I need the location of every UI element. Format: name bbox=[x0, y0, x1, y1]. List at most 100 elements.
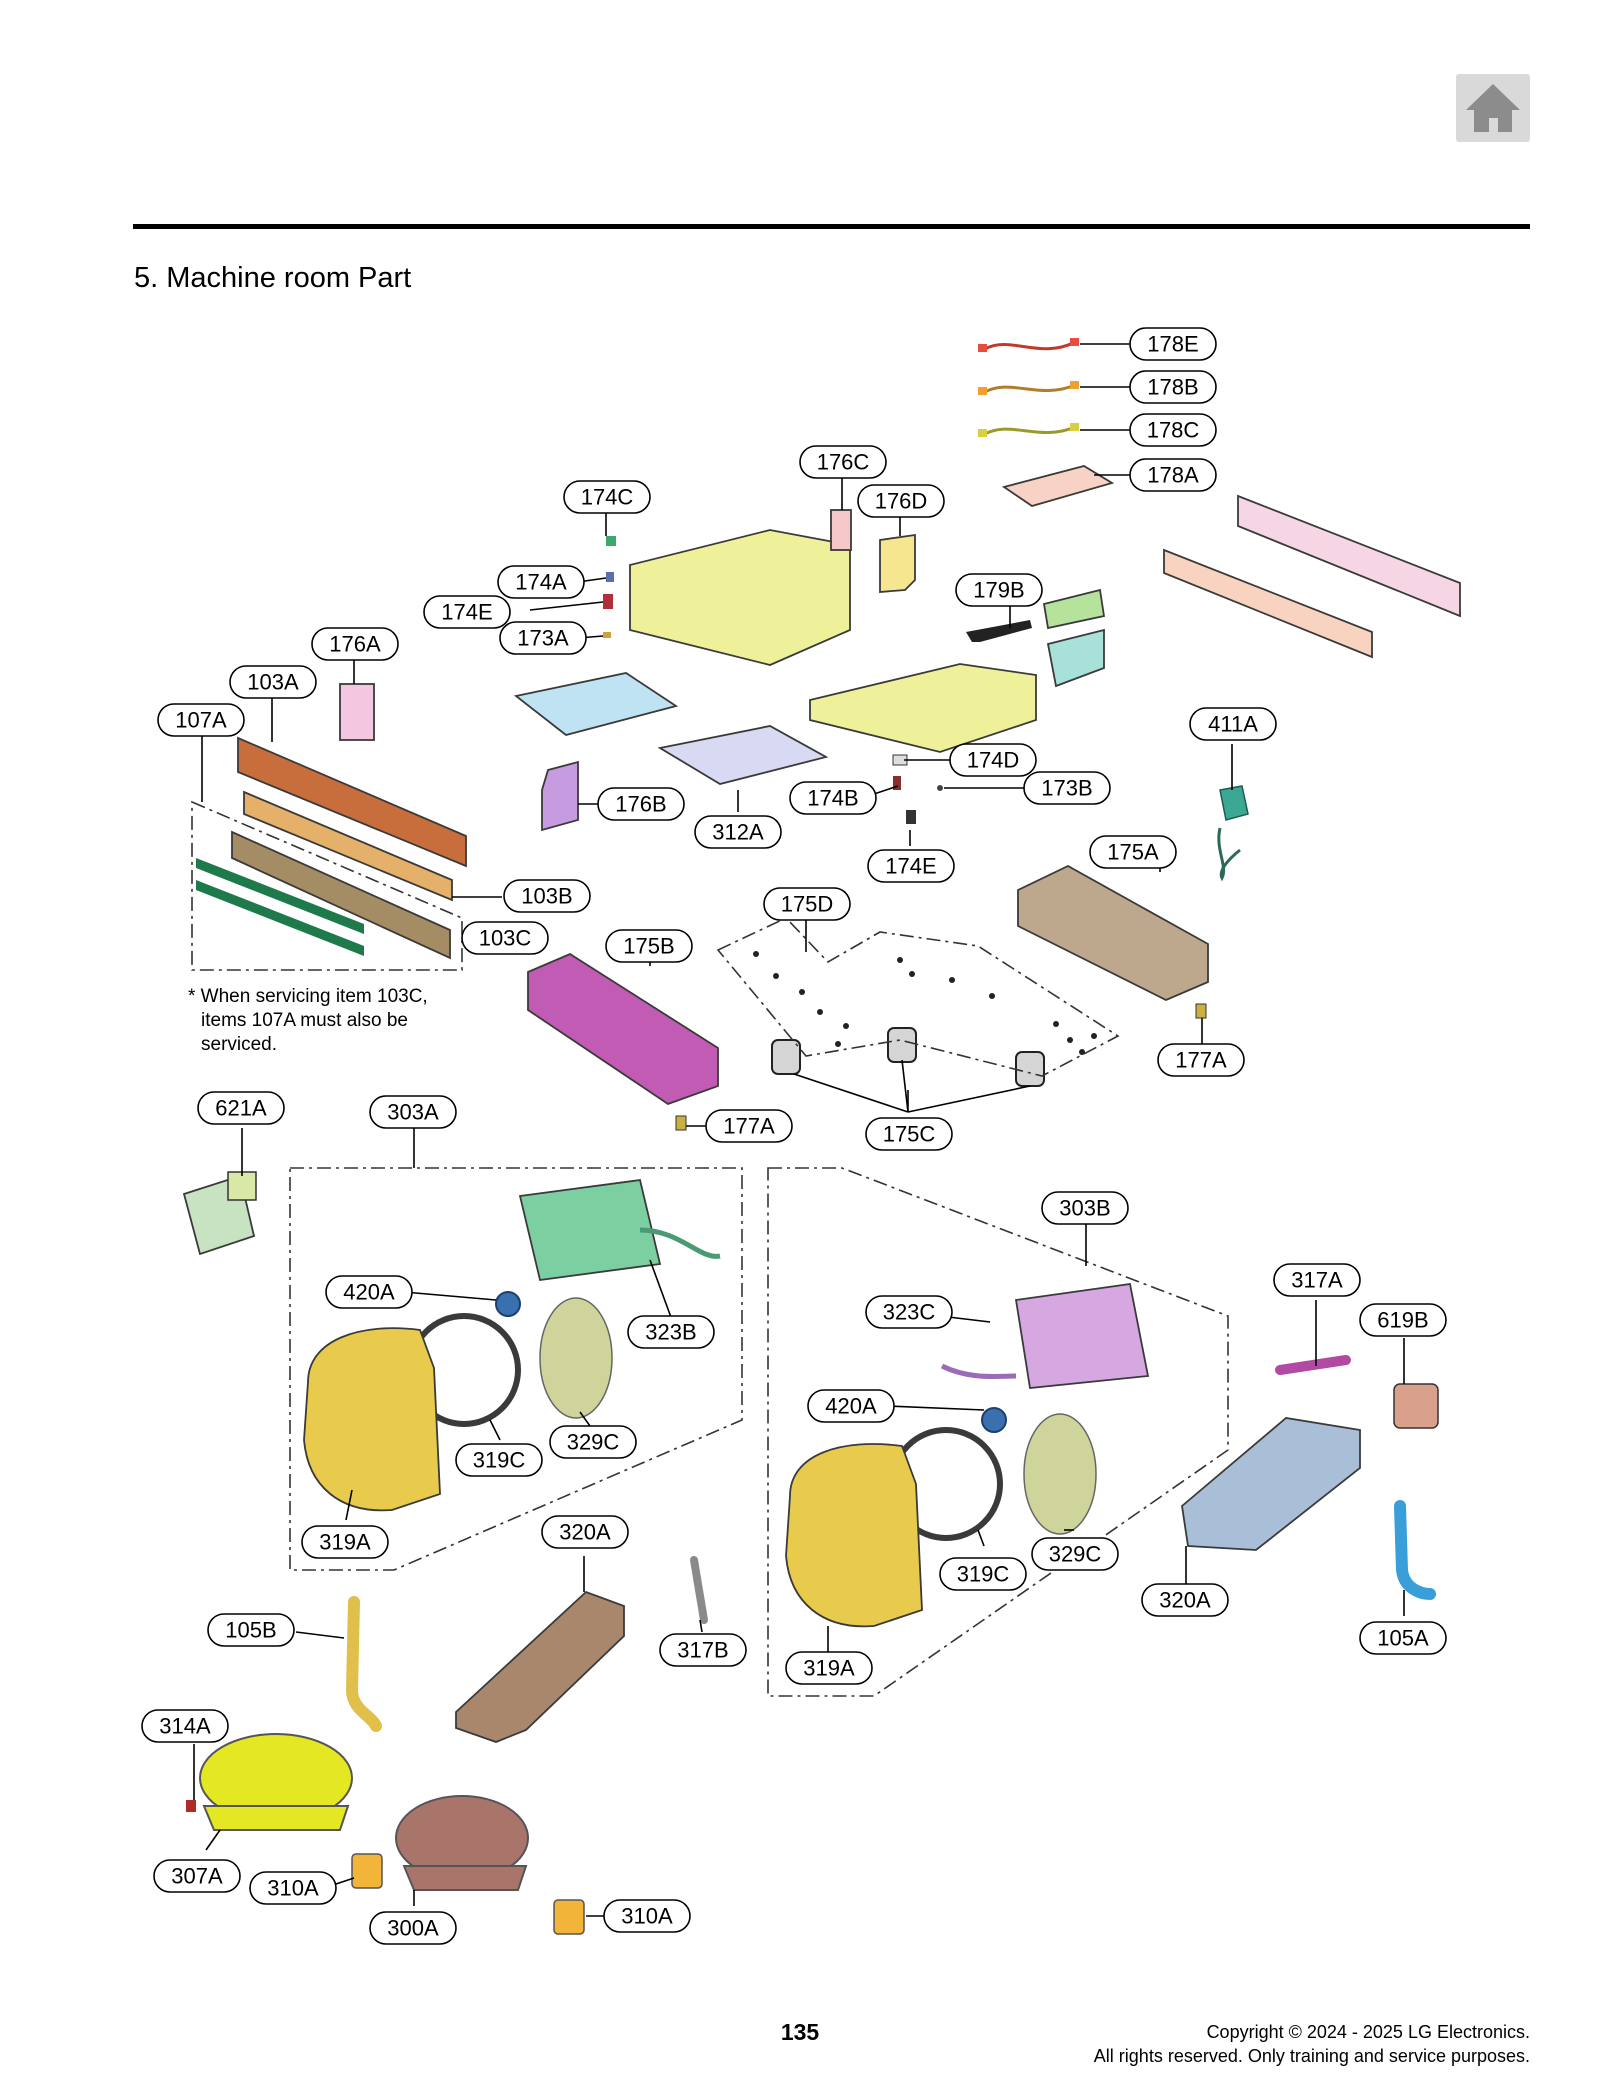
callout-319a-left: 319A bbox=[301, 1525, 389, 1559]
svg-text:179B: 179B bbox=[973, 578, 1024, 603]
gasket-179b bbox=[966, 620, 1032, 642]
base-175b bbox=[527, 952, 719, 1106]
dryer-317a bbox=[1275, 1355, 1351, 1375]
valve-619b bbox=[1393, 1383, 1439, 1429]
fan-blade-329c-left bbox=[539, 1297, 613, 1419]
callout-174e-top: 174E bbox=[423, 595, 511, 629]
svg-text:323C: 323C bbox=[883, 1300, 936, 1325]
callout-178b: 178B bbox=[1129, 370, 1217, 404]
callout-621a: 621A bbox=[197, 1091, 285, 1125]
svg-text:319C: 319C bbox=[957, 1562, 1010, 1587]
svg-text:329C: 329C bbox=[567, 1430, 620, 1455]
condenser-323b bbox=[518, 1179, 721, 1281]
lower-frame bbox=[809, 663, 1037, 753]
drain-hose-105a bbox=[1394, 1500, 1436, 1600]
wire-harness-178b bbox=[978, 381, 1079, 395]
tray-320a-right bbox=[1181, 1417, 1361, 1551]
strip-107a-1 bbox=[196, 858, 364, 934]
capacitor-310a-left bbox=[351, 1853, 383, 1889]
svg-text:411A: 411A bbox=[1208, 712, 1258, 737]
upper-frame bbox=[629, 529, 851, 666]
fan-shroud-319a-left bbox=[303, 1327, 441, 1512]
panel-176b bbox=[541, 760, 579, 832]
svg-text:175C: 175C bbox=[883, 1122, 936, 1147]
svg-text:619B: 619B bbox=[1377, 1308, 1428, 1333]
svg-text:174D: 174D bbox=[967, 748, 1020, 773]
rail-upper bbox=[1237, 494, 1461, 618]
service-note-line: serviced. bbox=[201, 1034, 278, 1055]
svg-text:178A: 178A bbox=[1147, 463, 1199, 488]
callout-329c-left: 329C bbox=[549, 1425, 637, 1459]
callout-175d: 175D bbox=[763, 887, 851, 921]
svg-text:317B: 317B bbox=[677, 1638, 728, 1663]
callout-103b: 103B bbox=[503, 879, 591, 913]
callout-105b: 105B bbox=[207, 1613, 295, 1647]
callout-323b: 323B bbox=[627, 1315, 715, 1349]
callout-420a-right: 420A bbox=[807, 1389, 895, 1423]
svg-text:173B: 173B bbox=[1041, 776, 1092, 801]
svg-text:174E: 174E bbox=[441, 600, 492, 625]
svg-text:323B: 323B bbox=[645, 1320, 696, 1345]
svg-text:103C: 103C bbox=[479, 926, 532, 951]
svg-text:177A: 177A bbox=[1175, 1048, 1227, 1073]
svg-text:174C: 174C bbox=[581, 485, 634, 510]
callout-176a: 176A bbox=[311, 627, 399, 661]
clip-174c bbox=[606, 536, 616, 546]
wire-harness-178e bbox=[978, 338, 1079, 352]
home-icon bbox=[1466, 84, 1520, 132]
group-outline-107a bbox=[191, 800, 463, 971]
callout-178a: 178A bbox=[1129, 458, 1217, 492]
svg-text:420A: 420A bbox=[343, 1280, 395, 1305]
callout-323c: 323C bbox=[865, 1295, 953, 1329]
svg-text:312A: 312A bbox=[712, 820, 764, 845]
group-outline-303b bbox=[767, 1167, 1229, 1697]
service-note: * When servicing item 103C, items 107A m… bbox=[188, 985, 428, 1057]
callout-312a: 312A bbox=[694, 815, 782, 849]
condenser-323c bbox=[940, 1282, 1150, 1389]
svg-text:105A: 105A bbox=[1377, 1626, 1429, 1651]
callout-103a: 103A bbox=[229, 665, 317, 699]
strip-103b bbox=[243, 790, 453, 902]
callout-173b: 173B bbox=[1023, 771, 1111, 805]
callout-175b: 175B bbox=[605, 929, 693, 963]
svg-text:107A: 107A bbox=[175, 708, 227, 733]
svg-text:319A: 319A bbox=[803, 1656, 855, 1681]
fan-shroud-319a-right bbox=[785, 1443, 923, 1628]
screw-173b bbox=[937, 785, 943, 791]
svg-text:178B: 178B bbox=[1147, 375, 1198, 400]
callout-176b: 176B bbox=[597, 787, 685, 821]
clip-174a bbox=[606, 572, 614, 582]
callout-317b: 317B bbox=[659, 1633, 747, 1667]
callout-173a: 173A bbox=[499, 621, 587, 655]
screw-173a bbox=[603, 632, 611, 638]
callout-319c-right: 319C bbox=[939, 1557, 1027, 1591]
base-175a bbox=[1017, 864, 1209, 1001]
callout-177a-left: 177A bbox=[705, 1109, 793, 1143]
copyright-line: All rights reserved. Only training and s… bbox=[1093, 2046, 1530, 2066]
casters-175c bbox=[771, 1027, 1045, 1087]
svg-text:175D: 175D bbox=[781, 892, 834, 917]
svg-text:175B: 175B bbox=[623, 934, 674, 959]
svg-text:319A: 319A bbox=[319, 1530, 371, 1555]
callout-317a: 317A bbox=[1273, 1263, 1361, 1297]
rail-lower bbox=[1163, 548, 1373, 659]
callout-303b: 303B bbox=[1041, 1191, 1129, 1225]
cover-green bbox=[1042, 588, 1106, 630]
callout-307a: 307A bbox=[153, 1859, 241, 1893]
fan-motor-420a-left bbox=[495, 1291, 521, 1317]
svg-text:176A: 176A bbox=[329, 632, 381, 657]
svg-text:307A: 307A bbox=[171, 1864, 223, 1889]
page-number: 135 bbox=[780, 2019, 820, 2045]
screw-177a-left bbox=[675, 1115, 687, 1131]
power-cord-411a bbox=[1217, 785, 1249, 882]
strip-103c bbox=[231, 830, 451, 960]
callout-314a: 314A bbox=[141, 1709, 229, 1743]
callout-310a-right: 310A bbox=[603, 1899, 691, 1933]
grille-103a bbox=[237, 736, 467, 868]
dryer-317b bbox=[690, 1556, 708, 1624]
home-button[interactable] bbox=[1456, 74, 1530, 142]
pcb-178a bbox=[1001, 465, 1115, 507]
callout-619b: 619B bbox=[1359, 1303, 1447, 1337]
callout-320a-left: 320A bbox=[541, 1515, 629, 1549]
svg-text:176B: 176B bbox=[615, 792, 666, 817]
